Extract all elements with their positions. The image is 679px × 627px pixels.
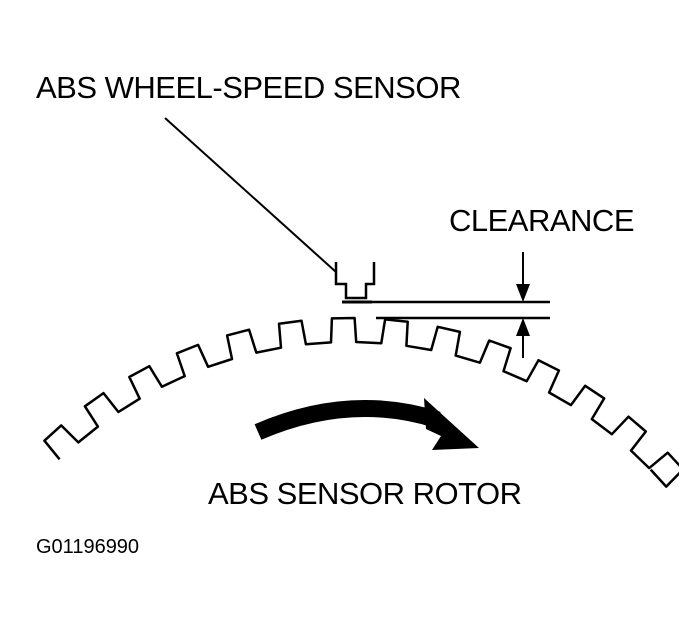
- clearance-arrow-bottom-head: [516, 318, 530, 336]
- rotor-outline: [43, 316, 679, 488]
- sensor-label: ABS WHEEL-SPEED SENSOR: [36, 70, 461, 105]
- sensor-leader-line: [164, 117, 337, 273]
- figure-id-label: G01196990: [36, 536, 140, 558]
- rotor-teeth: [43, 316, 679, 488]
- sensor-body: [334, 262, 376, 300]
- rotation-arrow-shaft: [254, 399, 441, 440]
- rotor-label: ABS SENSOR ROTOR: [208, 476, 522, 511]
- clearance-arrow-top-head: [516, 284, 530, 302]
- rotation-arrow-head: [424, 398, 479, 450]
- clearance-label: CLEARANCE: [449, 203, 635, 238]
